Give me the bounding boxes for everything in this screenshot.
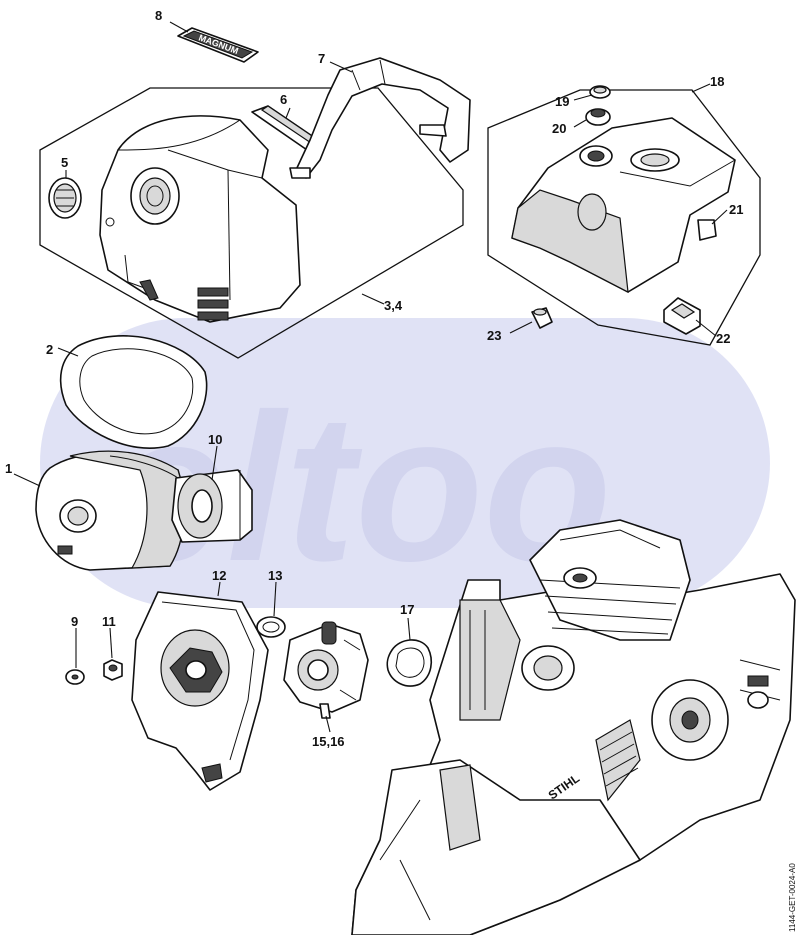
plug-23-part: [531, 307, 553, 329]
callout-5: 5: [61, 155, 68, 170]
callout-19: 19: [555, 94, 569, 109]
callout-10: 10: [208, 432, 222, 447]
callout-8: 8: [155, 8, 162, 23]
callout-20: 20: [552, 121, 566, 136]
callout-11: 11: [102, 614, 116, 629]
leader-lines: [13, 21, 728, 733]
grommet-20-part: [585, 108, 611, 126]
washer-part: [65, 669, 85, 685]
powerhead-assembly: STIHL: [351, 519, 796, 935]
callout-labels: 8 6 7 5 3,4 18 19 20 21 22 23 2 1 10 9 1…: [5, 8, 743, 749]
callout-15-16: 15,16: [312, 734, 345, 749]
sleeve-part: [171, 469, 253, 543]
callout-2: 2: [46, 342, 53, 357]
callout-22: 22: [716, 331, 730, 346]
handle-strip-part: [289, 57, 471, 179]
gasket-ring-part: [59, 335, 208, 449]
badge-part: MAGNUM: [177, 27, 259, 63]
reference-code: 1144-GET-0024-A0: [788, 863, 797, 932]
callout-18: 18: [710, 74, 724, 89]
grommet-19-part: [589, 85, 611, 99]
shroud-part: [511, 117, 736, 294]
callout-3-4: 3,4: [384, 298, 403, 313]
nut-part: [103, 659, 123, 681]
frame-shroud: [487, 89, 761, 346]
callout-1: 1: [5, 461, 12, 476]
callout-9: 9: [71, 614, 78, 629]
oval-gasket-part: [256, 616, 286, 638]
carburetor-part: [283, 621, 369, 719]
callout-13: 13: [268, 568, 282, 583]
filter-base-part: [131, 591, 269, 791]
callout-6: 6: [280, 92, 287, 107]
knob-part: [48, 177, 82, 219]
callout-12: 12: [212, 568, 226, 583]
clip-22-part: [663, 297, 701, 335]
plug-21-part: [697, 219, 717, 241]
callout-23: 23: [487, 328, 501, 343]
callout-7: 7: [318, 51, 325, 66]
carb-gasket-part: [386, 639, 433, 687]
air-filter-part: [35, 450, 185, 571]
frame-top-cover: [39, 87, 464, 359]
top-cover-part: [99, 115, 301, 323]
callout-17: 17: [400, 602, 414, 617]
callout-21: 21: [729, 202, 743, 217]
